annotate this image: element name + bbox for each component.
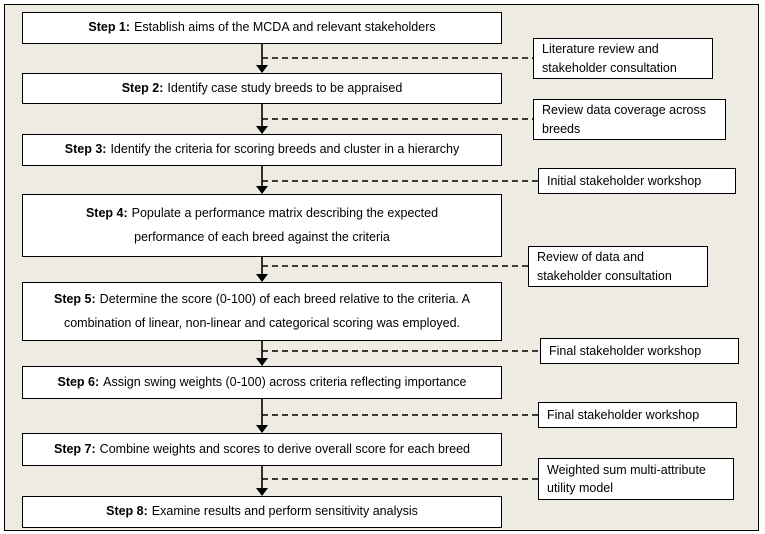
input-7-box: Weighted sum multi-attribute utility mod…	[538, 458, 734, 500]
step-1-label: Step 1:	[88, 20, 131, 35]
input-7-text: Weighted sum multi-attribute utility mod…	[547, 462, 706, 495]
step-1-box: Step 1:Establish aims of the MCDA and re…	[22, 12, 502, 44]
input-6-box: Final stakeholder workshop	[538, 402, 737, 428]
input-3-text: Initial stakeholder workshop	[547, 173, 702, 188]
arrowhead-5	[256, 274, 268, 282]
step-3-label: Step 3:	[64, 142, 107, 157]
arrowhead-2	[256, 65, 268, 73]
step-2-box: Step 2:Identify case study breeds to be …	[22, 73, 502, 104]
step-8-box: Step 8:Examine results and perform sensi…	[22, 496, 502, 528]
step-3-box: Step 3:Identify the criteria for scoring…	[22, 134, 502, 166]
arrowhead-7	[256, 425, 268, 433]
step-1-text: Establish aims of the MCDA and relevant …	[134, 20, 436, 35]
arrowhead-4	[256, 186, 268, 194]
input-3-box: Initial stakeholder workshop	[538, 168, 736, 194]
step-3-text: Identify the criteria for scoring breeds…	[110, 142, 460, 157]
step-2-text: Identify case study breeds to be apprais…	[167, 80, 403, 95]
input-5-box: Final stakeholder workshop	[540, 338, 739, 364]
step-5-text: Determine the score (0-100) of each bree…	[63, 291, 470, 330]
input-2-text: Review data coverage across breeds	[542, 103, 706, 136]
input-5-text: Final stakeholder workshop	[549, 343, 702, 358]
step-5-label: Step 5:	[53, 291, 96, 306]
step-4-label: Step 4:	[85, 205, 128, 220]
step-7-text: Combine weights and scores to derive ove…	[99, 441, 471, 456]
step-4-box: Step 4:Populate a performance matrix des…	[22, 194, 502, 257]
input-4-box: Review of data and stakeholder consultat…	[528, 246, 708, 287]
step-6-text: Assign swing weights (0-100) across crit…	[103, 374, 467, 389]
input-4-text: Review of data and stakeholder consultat…	[537, 250, 672, 283]
input-6-text: Final stakeholder workshop	[547, 407, 700, 422]
step-7-label: Step 7:	[53, 441, 96, 456]
step-2-label: Step 2:	[121, 80, 164, 95]
input-1-box: Literature review and stakeholder consul…	[533, 38, 713, 79]
input-2-box: Review data coverage across breeds	[533, 99, 726, 140]
step-6-box: Step 6:Assign swing weights (0-100) acro…	[22, 366, 502, 399]
step-4-text: Populate a performance matrix describing…	[131, 205, 439, 244]
step-7-box: Step 7:Combine weights and scores to der…	[22, 433, 502, 466]
arrowhead-3	[256, 126, 268, 134]
input-1-text: Literature review and stakeholder consul…	[542, 42, 677, 75]
step-8-label: Step 8:	[106, 504, 148, 519]
step-5-box: Step 5:Determine the score (0-100) of ea…	[22, 282, 502, 341]
step-6-label: Step 6:	[57, 374, 100, 389]
step-8-text: Examine results and perform sensitivity …	[151, 504, 418, 519]
arrowhead-8	[256, 488, 268, 496]
arrowhead-6	[256, 358, 268, 366]
